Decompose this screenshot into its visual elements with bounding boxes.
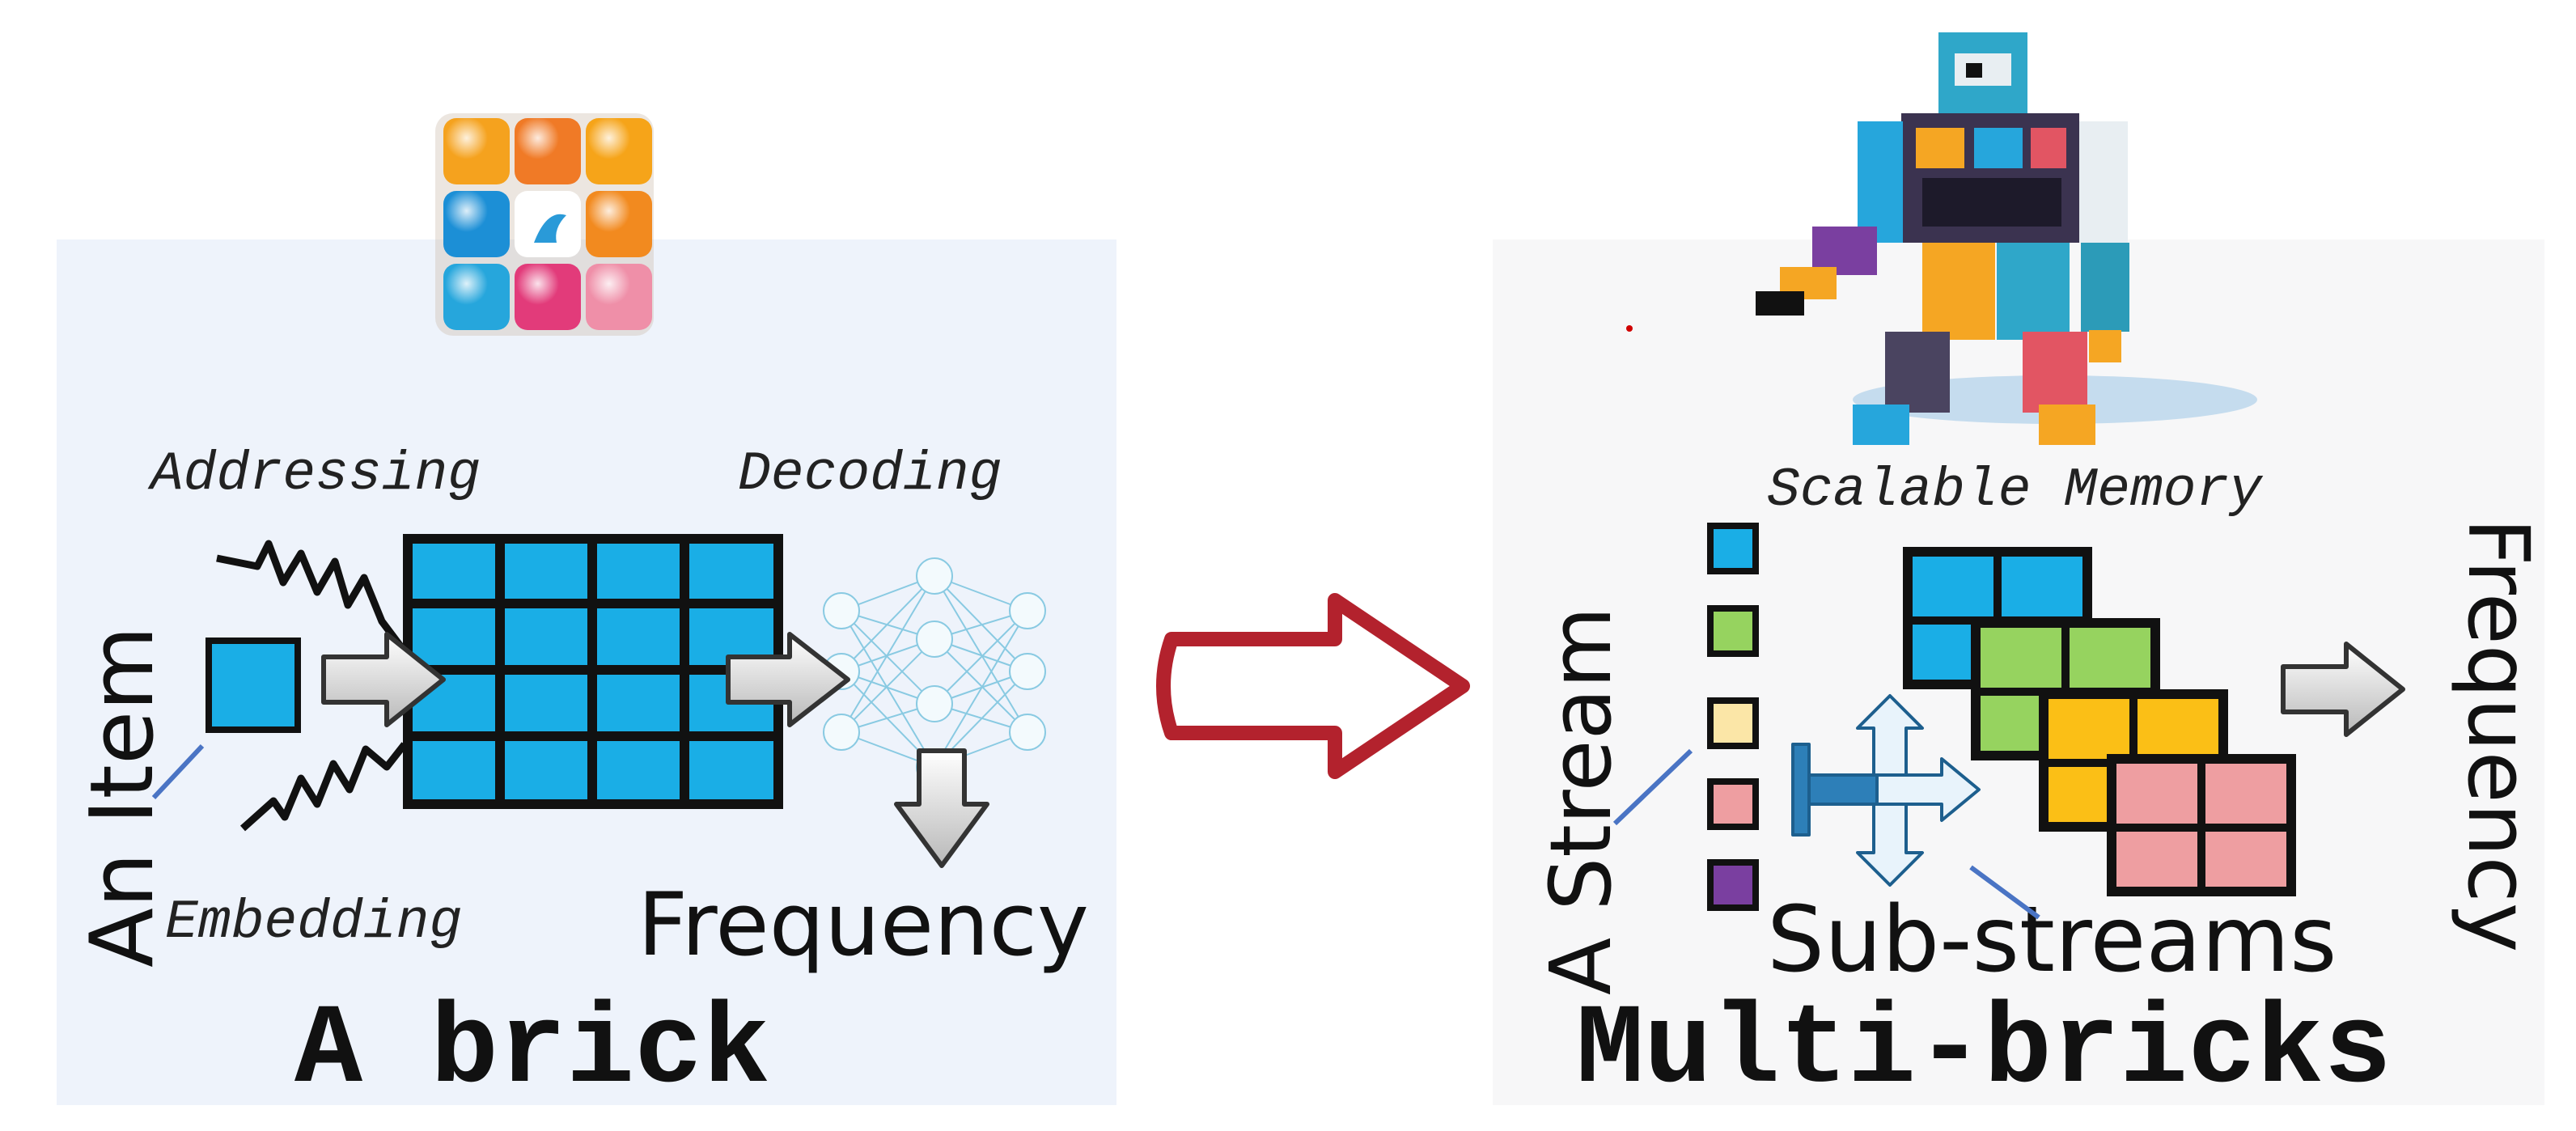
stream-label: A Stream bbox=[1532, 607, 1630, 996]
brick-stack bbox=[1903, 547, 2296, 896]
substream-connector-line bbox=[1969, 865, 2040, 920]
item-square bbox=[205, 638, 301, 733]
substreams-label: Sub-streams bbox=[1767, 887, 2337, 993]
decoding-label: Decoding bbox=[738, 443, 1002, 506]
transition-arrow-icon bbox=[1156, 593, 1470, 779]
embedding-label: Embedding bbox=[165, 892, 462, 954]
addressing-squiggle-bottom bbox=[239, 742, 408, 832]
red-dot bbox=[1626, 325, 1633, 332]
item-to-brick-arrow-icon bbox=[321, 632, 446, 727]
brick-title: A brick bbox=[294, 987, 770, 1116]
item-connector-line bbox=[151, 743, 205, 800]
decoder-down-arrow-icon bbox=[894, 748, 989, 868]
multi-bricks-title: Multi-bricks bbox=[1576, 987, 2392, 1116]
stack-to-frequency-arrow-icon bbox=[2281, 642, 2405, 737]
split-arrow-icon bbox=[1791, 694, 1981, 887]
pixel-robot-icon bbox=[1756, 32, 2257, 445]
scalable-memory-label: Scalable Memory bbox=[1767, 460, 2264, 522]
multi-frequency-label: Frequency bbox=[2449, 518, 2548, 952]
stream-connector-line bbox=[1612, 748, 1693, 826]
neural-network-icon bbox=[823, 557, 1046, 786]
addressing-squiggle-top bbox=[216, 540, 405, 650]
brick-frequency-label: Frequency bbox=[638, 875, 1089, 976]
brick-grid bbox=[403, 534, 783, 809]
addressing-label: Addressing bbox=[147, 443, 481, 506]
stream-items bbox=[1707, 523, 1759, 911]
gem-grid-icon bbox=[435, 113, 654, 336]
brick-to-decoder-arrow-icon bbox=[726, 632, 850, 727]
